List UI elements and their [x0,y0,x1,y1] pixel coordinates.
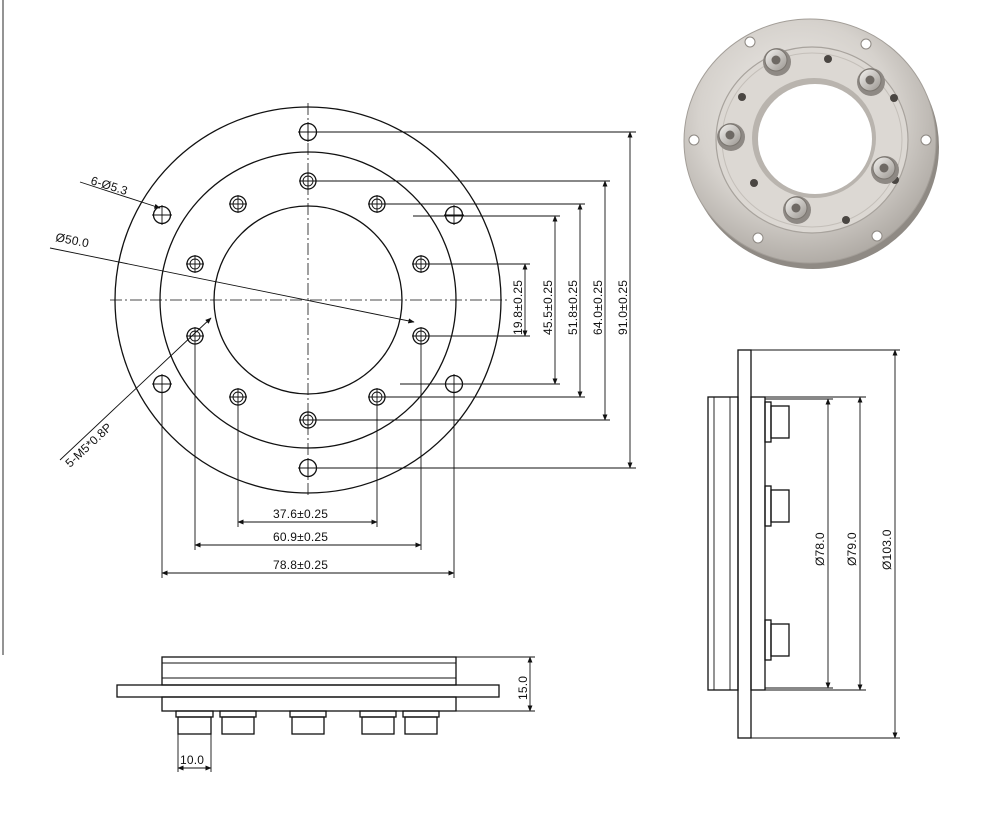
side-view-right: Ø78.0 Ø79.0 Ø103.0 [707,349,900,739]
dim-79-0: Ø79.0 [845,532,859,566]
outer-flange-circle [114,106,502,494]
leader-lines [49,181,415,461]
bore-circle [213,205,403,395]
dim-45-5: 45.5±0.25 [541,280,555,335]
threaded-hole [299,411,317,429]
side-connector-group [764,401,790,661]
vertical-dimensions [317,131,636,469]
label-threaded-holes: 5-M5*0.8P [62,420,114,470]
dim-78-0: Ø78.0 [813,532,827,566]
outer-hole [152,374,172,394]
outer-hole [444,205,464,225]
dim-103-0: Ø103.0 [880,529,894,570]
dim-51-8: 51.8±0.25 [566,280,580,335]
threaded-hole [368,388,386,406]
threaded-hole [229,195,247,213]
threaded-hole [299,172,317,190]
outer-hole [152,205,172,225]
ring-circle [159,151,457,449]
dim-37-6: 37.6±0.25 [273,507,328,521]
steel-slip-ring-flange-photo [683,18,939,269]
dim-15-0: 15.0 [516,676,530,700]
threaded-hole [229,388,247,406]
horizontal-dimensions [161,344,455,578]
dim-10-0: 10.0 [180,753,204,767]
threaded-hole [412,327,430,345]
threaded-hole [186,255,204,273]
connector-row [175,710,440,735]
outer-hole [298,458,318,478]
inner-hole-group [186,172,430,429]
dim-91-0: 91.0±0.25 [616,280,630,335]
label-bore-diameter: Ø50.0 [54,230,90,250]
outer-hole [298,122,318,142]
dim-60-9: 60.9±0.25 [273,530,328,544]
label-outer-holes: 6-Ø5.3 [89,173,129,198]
dim-78-8: 78.8±0.25 [273,558,328,572]
dim-64-0: 64.0±0.25 [591,280,605,335]
front-view: 6-Ø5.3 Ø50.0 5-M5*0.8P 91.0±0.25 64.0±0.… [49,103,636,578]
terminal-bolts [717,48,899,224]
dim-19-8: 19.8±0.25 [511,280,525,335]
threaded-hole [186,327,204,345]
threaded-hole [368,195,386,213]
threaded-hole [412,255,430,273]
side-view-bottom: 15.0 10.0 [116,656,535,772]
